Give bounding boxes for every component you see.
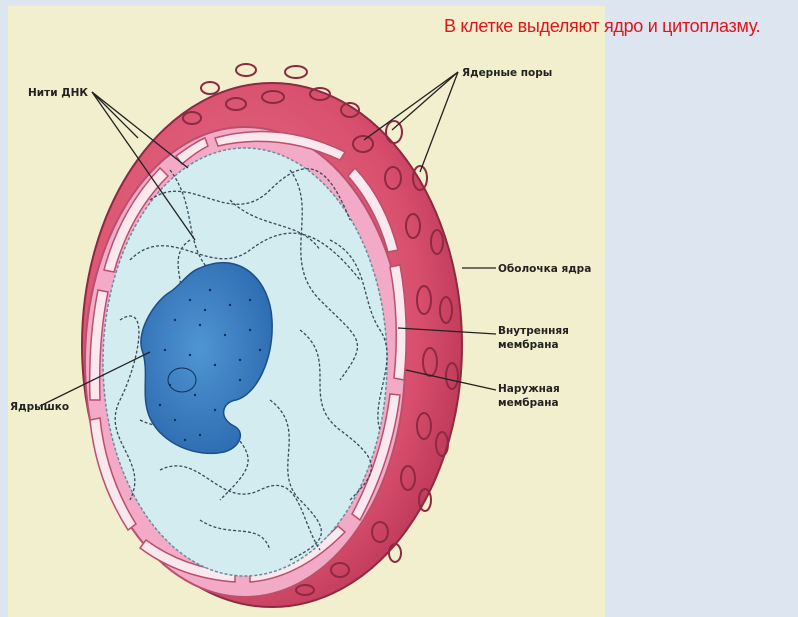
label-outer-membrane-line2: мембрана [498, 397, 559, 409]
label-dna-threads: Нити ДНК [28, 87, 88, 99]
label-inner-membrane-line1: Внутренняя [498, 325, 569, 337]
label-inner-membrane-line2: мембрана [498, 339, 559, 351]
slide-title: В клетке выделяют ядро и цитоплазму. [444, 16, 760, 37]
label-nucleolus: Ядрышко [10, 401, 69, 413]
label-outer-membrane-line1: Наружная [498, 383, 560, 395]
label-nuclear-pores: Ядерные поры [462, 67, 552, 79]
label-nuclear-envelope: Оболочка ядра [498, 263, 591, 275]
